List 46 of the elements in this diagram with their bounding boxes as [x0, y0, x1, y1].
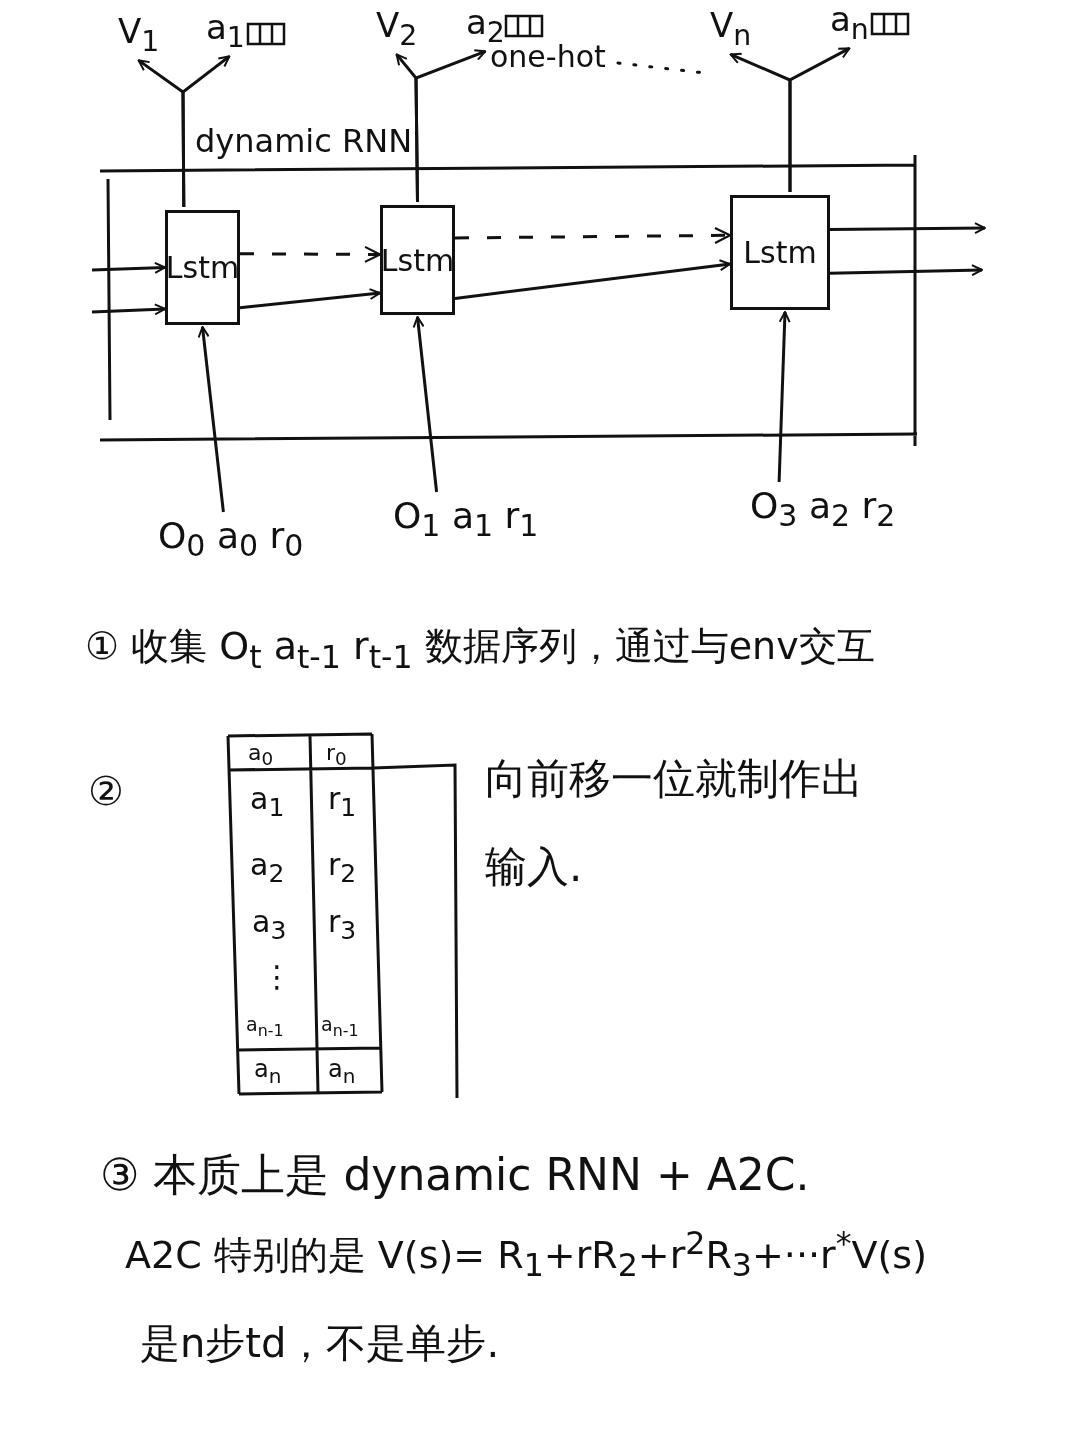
arrow — [91, 303, 166, 316]
arrow — [239, 288, 381, 310]
arrow — [788, 47, 851, 192]
table-entry: a$_{n}$ — [328, 1056, 356, 1088]
arrow — [240, 245, 382, 263]
table-entry: r$_{3}$ — [328, 905, 357, 946]
table-entry: a$_{2}$ — [250, 848, 285, 889]
table-entry: a$_{0}$ — [248, 740, 274, 770]
arrow — [91, 261, 166, 274]
table-entry: r$_{0}$ — [326, 740, 347, 770]
lstm-cell-box: Lstm — [380, 205, 455, 315]
output-label: a$_{1}$ — [206, 8, 245, 55]
output-label: a$_{2}$ — [466, 3, 505, 50]
input-label: O$_{1}$ a$_{1}$ r$_{1}$ — [393, 495, 539, 544]
input-label: O$_{0}$ a$_{0}$ r$_{0}$ — [158, 515, 304, 564]
output-label: V$_{n}$ — [710, 6, 752, 53]
arrow — [829, 264, 983, 277]
arrow — [197, 326, 225, 513]
arrow — [412, 316, 439, 493]
step-number: ② — [88, 768, 124, 814]
arrow — [181, 55, 231, 207]
output-label: a$_{n}$ — [830, 0, 869, 47]
note-text: 向前移一位就制作出输入. — [485, 753, 864, 894]
arrow — [830, 222, 986, 235]
arrow — [777, 311, 791, 483]
input-label: O$_{3}$ a$_{2}$ r$_{2}$ — [750, 485, 896, 534]
container-title: dynamic RNN — [195, 123, 413, 160]
lstm-cell-box: Lstm — [165, 210, 240, 325]
output-label: V$_{2}$ — [376, 6, 418, 53]
table-entry: r$_{1}$ — [328, 782, 357, 823]
note-text: 是n步td，不是单步. — [140, 1320, 500, 1366]
table-entry: a$_{n-1}$ — [246, 1014, 284, 1040]
table-entry: a$_{3}$ — [252, 905, 287, 946]
arrow — [455, 226, 732, 244]
note-text: ③ 本质上是 dynamic RNN + A2C. — [100, 1150, 810, 1201]
note-text: ① 收集 O$_{t}$ a$_{t-1}$ r$_{t-1}$ 数据序列，通过与env交互 — [85, 625, 875, 675]
table-entry: a$_{n}$ — [254, 1056, 282, 1088]
table-entry: a$_{n-1}$ — [321, 1014, 359, 1040]
table-entry: ⋮ — [262, 960, 292, 995]
note-text: A2C 特别的是 V(s)= R$_{1}$+rR$_{2}$+r$^{2}$R$_{3}$+···r$^{*}$V(s) — [125, 1225, 927, 1284]
arrow — [414, 49, 487, 203]
table-entry: r$_{2}$ — [328, 848, 357, 889]
lstm-cell-box: Lstm — [730, 195, 830, 310]
arrow — [454, 259, 731, 300]
output-label: V$_{1}$ — [118, 12, 160, 59]
table-entry: a$_{1}$ — [250, 782, 285, 823]
